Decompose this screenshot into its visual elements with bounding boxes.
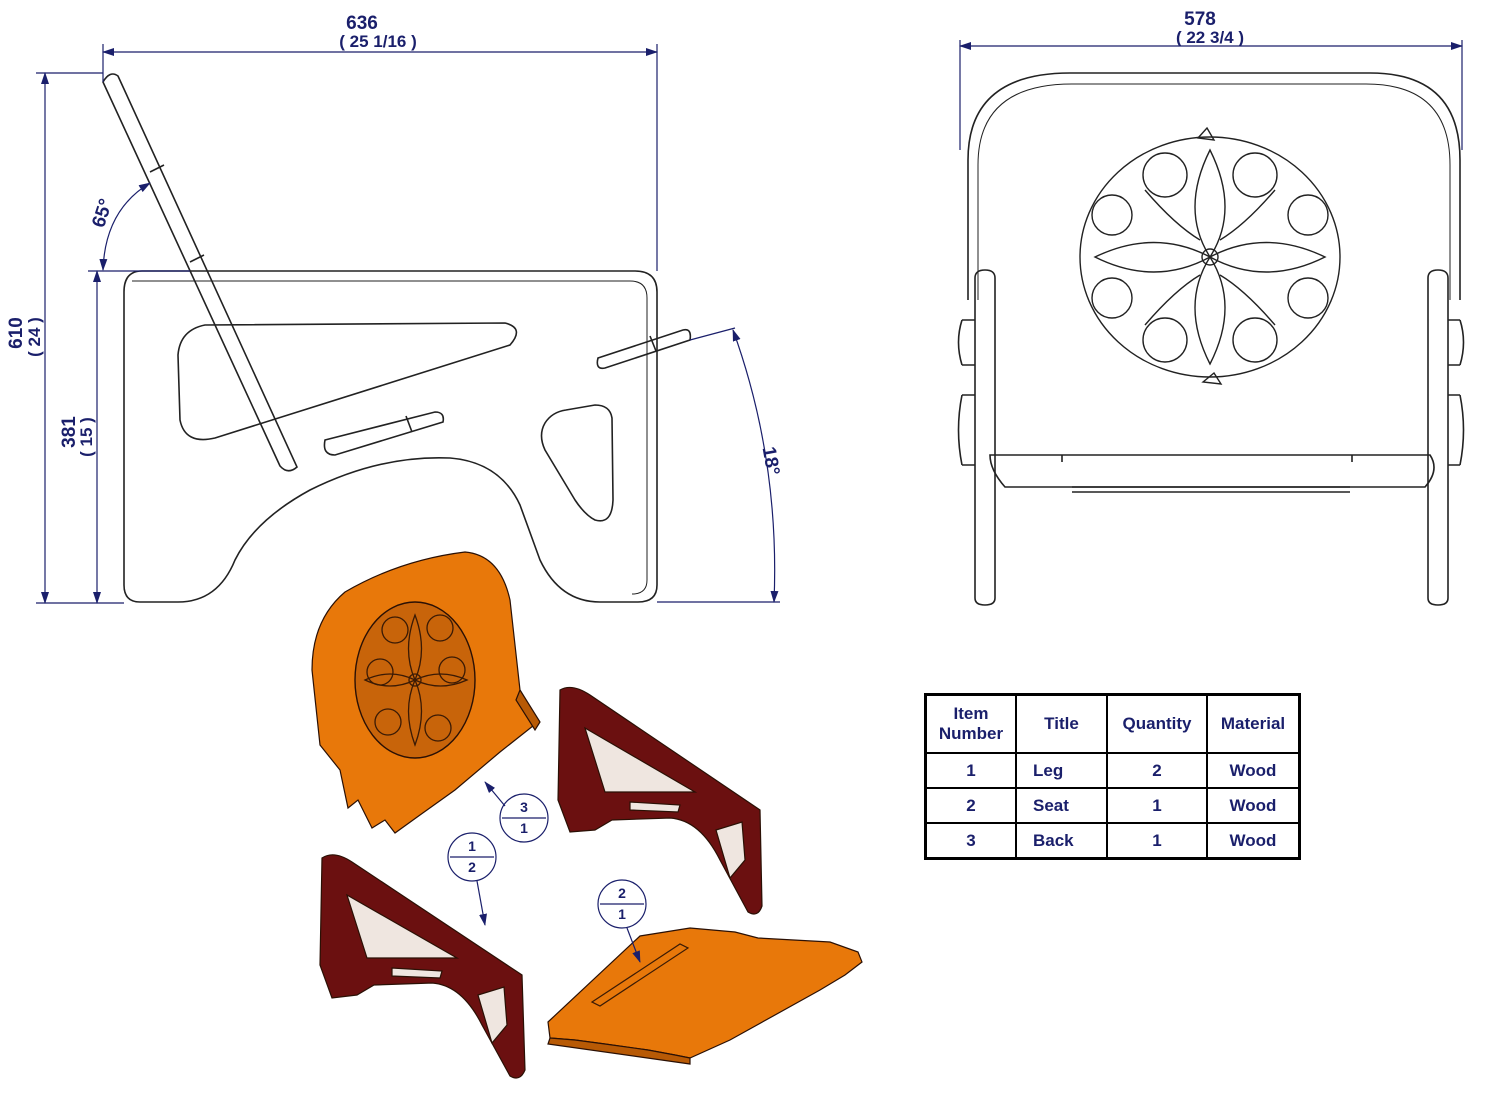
exploded-view	[311, 551, 863, 1079]
bom-cell-title: Back	[1015, 822, 1108, 860]
bom-header-quantity: Quantity	[1106, 693, 1208, 754]
bom-cell-quantity: 1	[1106, 822, 1208, 860]
front-width-mm: 578	[1184, 9, 1216, 30]
side-width-mm: 636	[346, 13, 378, 34]
front-view	[957, 72, 1465, 606]
table-row: 1 Leg 2 Wood	[924, 752, 1301, 789]
side-height-mm: 610	[6, 317, 27, 349]
side-dimensions	[36, 44, 780, 604]
bom-cell-material: Wood	[1206, 787, 1301, 824]
balloon-leg-item: 1	[468, 838, 476, 854]
bom-header-material: Material	[1206, 693, 1301, 754]
side-leg-outline	[123, 270, 658, 603]
bom-cell-title: Leg	[1015, 752, 1108, 789]
part-seat	[547, 927, 863, 1059]
front-seat-edge	[989, 454, 1435, 488]
bom-header-title: Title	[1015, 693, 1108, 754]
bom-header-item-number: Item Number	[924, 693, 1017, 754]
front-left-leg	[974, 269, 996, 606]
part-leg-left	[319, 854, 526, 1079]
bom-cell-quantity: 2	[1106, 752, 1208, 789]
balloon-back-item: 3	[520, 799, 528, 815]
bill-of-materials: Item Number Title Quantity Material 1 Le…	[924, 693, 1301, 860]
side-seat-slat	[323, 411, 445, 456]
balloon-back-qty: 1	[520, 820, 528, 836]
front-width-in: ( 22 3/4 )	[1176, 28, 1244, 47]
seat-height-mm: 381	[59, 416, 80, 448]
part-leg-right	[557, 686, 763, 915]
seat-height-in: ( 15 )	[77, 417, 96, 457]
side-triangle-cut	[540, 404, 614, 522]
side-height-in: ( 24 )	[25, 317, 44, 357]
side-front-dowel	[596, 328, 692, 370]
front-back-panel	[967, 72, 1461, 300]
table-row: 2 Seat 1 Wood	[924, 787, 1301, 824]
bom-cell-material: Wood	[1206, 822, 1301, 860]
side-back-board	[102, 73, 298, 472]
seat-angle: 18°	[758, 445, 784, 477]
bom-cell-quantity: 1	[1106, 787, 1208, 824]
bom-cell-item: 1	[924, 752, 1017, 789]
bom-cell-item: 3	[924, 822, 1017, 860]
side-view	[102, 73, 692, 603]
front-dimensions	[959, 40, 1463, 150]
bom-header-row: Item Number Title Quantity Material	[924, 693, 1301, 754]
bom-cell-item: 2	[924, 787, 1017, 824]
balloon-leg-qty: 2	[468, 859, 476, 875]
balloons	[447, 781, 647, 963]
balloon-seat-qty: 1	[618, 906, 626, 922]
side-width-in: ( 25 1/16 )	[339, 32, 417, 51]
front-right-leg	[1427, 269, 1449, 606]
bom-cell-title: Seat	[1015, 787, 1108, 824]
table-row: 3 Back 1 Wood	[924, 822, 1301, 860]
front-mandala-cutout	[1079, 126, 1341, 385]
bom-cell-material: Wood	[1206, 752, 1301, 789]
side-upper-slot	[177, 322, 518, 441]
balloon-seat-item: 2	[618, 885, 626, 901]
